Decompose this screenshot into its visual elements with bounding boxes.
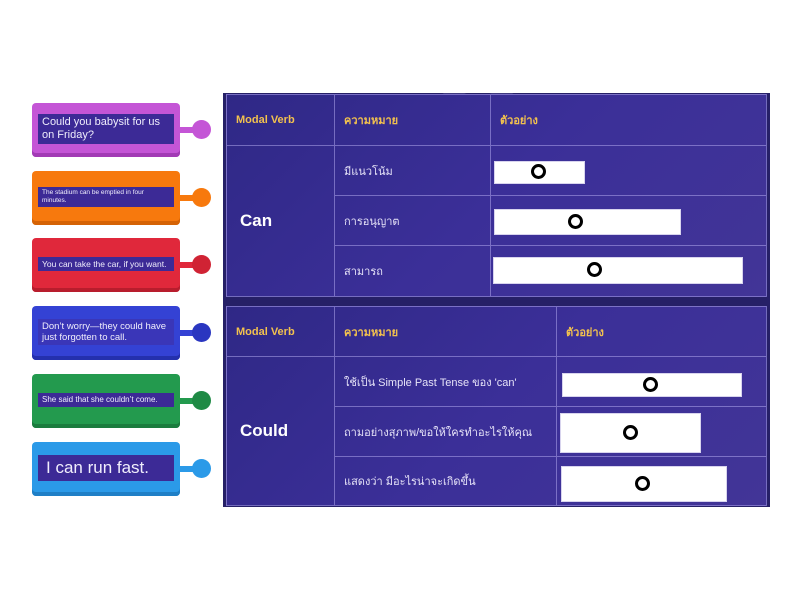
connector-stem <box>180 466 194 472</box>
connector-stem <box>180 127 194 133</box>
example-cell <box>557 357 766 407</box>
drop-target-slot[interactable] <box>561 466 727 502</box>
connector-stem <box>180 398 194 404</box>
example-cell <box>491 146 766 196</box>
draggable-card-5[interactable]: She said that she couldn’t come. <box>32 374 211 428</box>
draggable-card-6[interactable]: I can run fast. <box>32 442 211 496</box>
card-text: The stadium can be emptied in four minut… <box>38 187 174 207</box>
drop-target-circle-icon <box>643 377 658 392</box>
connector-handle[interactable] <box>192 188 211 207</box>
meaning-cell: ถามอย่างสุภาพ/ขอให้ใครทำอะไรให้คุณ <box>335 407 557 457</box>
connector-handle[interactable] <box>192 391 211 410</box>
draggable-card-2[interactable]: The stadium can be emptied in four minut… <box>32 171 211 225</box>
header-meaning: ความหมาย <box>335 307 557 357</box>
example-cell <box>557 407 766 457</box>
can-table: Modal Verb ความหมาย ตัวอย่าง Can มีแนวโน… <box>226 94 767 297</box>
header-modal-verb: Modal Verb <box>227 307 335 357</box>
connector-handle[interactable] <box>192 459 211 478</box>
connector-handle[interactable] <box>192 120 211 139</box>
draggable-card-1[interactable]: Could you babysit for us on Friday? <box>32 103 211 157</box>
card-text: Don’t worry—they could have just forgott… <box>38 318 174 346</box>
drop-target-slot[interactable] <box>562 373 742 397</box>
example-cell <box>491 196 766 246</box>
card-text: You can take the car, if you want. <box>38 256 174 272</box>
could-table: Modal Verb ความหมาย ตัวอย่าง Could ใช้เป… <box>226 306 767 506</box>
card-text: I can run fast. <box>38 454 174 482</box>
header-example: ตัวอย่าง <box>491 95 766 146</box>
connector-handle[interactable] <box>192 323 211 342</box>
drop-target-slot[interactable] <box>494 161 585 184</box>
meaning-cell: แสดงว่า มีอะไรน่าจะเกิดขึ้น <box>335 457 557 505</box>
verb-can: Can <box>227 146 335 296</box>
verb-could: Could <box>227 357 335 505</box>
connector-stem <box>180 330 194 336</box>
draggable-card-4[interactable]: Don’t worry—they could have just forgott… <box>32 306 211 360</box>
drop-target-circle-icon <box>623 425 638 440</box>
meaning-cell: สามารถ <box>335 246 491 296</box>
modal-verb-panel: Modal Verb ความหมาย ตัวอย่าง Can มีแนวโน… <box>223 93 770 507</box>
meaning-cell: ใช้เป็น Simple Past Tense ของ 'can' <box>335 357 557 407</box>
header-example: ตัวอย่าง <box>557 307 766 357</box>
drop-target-slot[interactable] <box>494 209 681 235</box>
card-text: Could you babysit for us on Friday? <box>38 113 174 145</box>
meaning-cell: การอนุญาต <box>335 196 491 246</box>
drop-target-slot[interactable] <box>560 413 701 453</box>
meaning-cell: มีแนวโน้ม <box>335 146 491 196</box>
header-meaning: ความหมาย <box>335 95 491 146</box>
connector-stem <box>180 262 194 268</box>
header-modal-verb: Modal Verb <box>227 95 335 146</box>
card-text: She said that she couldn’t come. <box>38 393 174 407</box>
drop-target-circle-icon <box>587 262 602 277</box>
drop-target-slot[interactable] <box>493 257 743 284</box>
connector-handle[interactable] <box>192 255 211 274</box>
draggable-card-3[interactable]: You can take the car, if you want. <box>32 238 211 292</box>
drop-target-circle-icon <box>635 476 650 491</box>
drop-target-circle-icon <box>568 214 583 229</box>
drop-target-circle-icon <box>531 164 546 179</box>
connector-stem <box>180 195 194 201</box>
